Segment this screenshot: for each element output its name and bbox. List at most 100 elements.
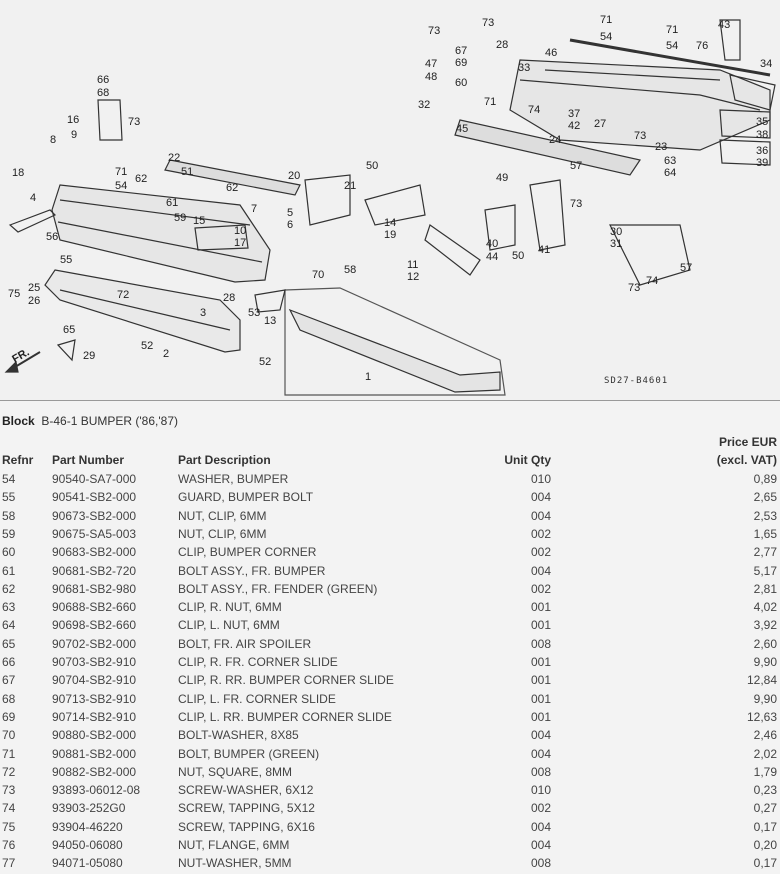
callout[interactable]: 5 bbox=[287, 207, 294, 219]
callout[interactable]: 65 bbox=[63, 324, 76, 336]
callout[interactable]: 45 bbox=[456, 123, 469, 135]
callout[interactable]: 68 bbox=[97, 87, 110, 99]
callout[interactable]: 49 bbox=[496, 172, 509, 184]
callout[interactable]: 50 bbox=[366, 160, 379, 172]
callout[interactable]: 72 bbox=[117, 289, 130, 301]
callout[interactable]: 37 bbox=[568, 108, 581, 120]
callout[interactable]: 13 bbox=[264, 315, 277, 327]
callout[interactable]: 22 bbox=[168, 152, 181, 164]
callout[interactable]: 51 bbox=[181, 166, 194, 178]
callout[interactable]: 30 bbox=[610, 226, 623, 238]
callout[interactable]: 62 bbox=[226, 182, 239, 194]
callout[interactable]: 24 bbox=[549, 134, 562, 146]
callout[interactable]: 34 bbox=[760, 58, 773, 70]
callout[interactable]: 23 bbox=[655, 141, 668, 153]
callout[interactable]: 63 bbox=[664, 155, 677, 167]
callout[interactable]: 48 bbox=[425, 71, 438, 83]
callout[interactable]: 19 bbox=[384, 229, 397, 241]
callout[interactable]: 27 bbox=[594, 118, 607, 130]
callout[interactable]: 38 bbox=[756, 129, 769, 141]
callout[interactable]: 44 bbox=[486, 251, 499, 263]
callout[interactable]: 36 bbox=[756, 145, 769, 157]
callout[interactable]: 47 bbox=[425, 58, 438, 70]
callout[interactable]: 57 bbox=[570, 160, 583, 172]
callout[interactable]: 61 bbox=[166, 197, 179, 209]
callout[interactable]: 43 bbox=[718, 19, 731, 31]
callout[interactable]: 9 bbox=[71, 129, 78, 141]
callout[interactable]: 4 bbox=[30, 192, 37, 204]
callout[interactable]: 71 bbox=[666, 24, 679, 36]
callout[interactable]: 33 bbox=[518, 62, 531, 74]
callout[interactable]: 60 bbox=[455, 77, 468, 89]
callout[interactable]: 52 bbox=[141, 340, 154, 352]
callout[interactable]: 10 bbox=[234, 225, 247, 237]
callout[interactable]: 71 bbox=[115, 166, 128, 178]
callout[interactable]: 40 bbox=[486, 238, 499, 250]
callout[interactable]: 21 bbox=[344, 180, 357, 192]
callout[interactable]: 58 bbox=[344, 264, 357, 276]
callout[interactable]: 56 bbox=[46, 231, 59, 243]
callout[interactable]: 42 bbox=[568, 120, 581, 132]
callout[interactable]: 71 bbox=[600, 14, 613, 26]
callout[interactable]: 3 bbox=[200, 307, 207, 319]
callout[interactable]: 25 bbox=[28, 282, 41, 294]
callout[interactable]: 75 bbox=[8, 288, 21, 300]
callout[interactable]: 2 bbox=[163, 348, 170, 360]
callout[interactable]: 74 bbox=[646, 275, 659, 287]
callout[interactable]: 17 bbox=[234, 237, 247, 249]
callout[interactable]: 41 bbox=[538, 244, 551, 256]
callout[interactable]: 69 bbox=[455, 57, 468, 69]
callout[interactable]: 31 bbox=[610, 238, 623, 250]
callout[interactable]: 35 bbox=[756, 116, 769, 128]
callout[interactable]: 52 bbox=[259, 356, 272, 368]
callout[interactable]: 70 bbox=[312, 269, 325, 281]
callout[interactable]: 1 bbox=[365, 371, 372, 383]
callout[interactable]: 73 bbox=[428, 25, 441, 37]
callout[interactable]: 28 bbox=[496, 39, 509, 51]
callout[interactable]: 66 bbox=[97, 74, 110, 86]
callout[interactable]: 6 bbox=[287, 219, 294, 231]
callout[interactable]: 73 bbox=[128, 116, 141, 128]
callout[interactable]: 28 bbox=[223, 292, 236, 304]
callout[interactable]: 39 bbox=[756, 157, 769, 169]
callout[interactable]: 73 bbox=[634, 130, 647, 142]
callout[interactable]: 26 bbox=[28, 295, 41, 307]
callout[interactable]: 62 bbox=[135, 173, 148, 185]
callout[interactable]: 59 bbox=[174, 212, 187, 224]
callout[interactable]: 18 bbox=[12, 167, 25, 179]
callout[interactable]: 54 bbox=[115, 180, 128, 192]
callout[interactable]: 12 bbox=[407, 271, 420, 283]
callout[interactable]: 29 bbox=[83, 350, 96, 362]
callout[interactable]: 54 bbox=[666, 40, 679, 52]
callout[interactable]: 8 bbox=[50, 134, 57, 146]
callout[interactable]: 14 bbox=[384, 217, 397, 229]
callout[interactable]: 32 bbox=[418, 99, 431, 111]
callout[interactable]: 73 bbox=[482, 17, 495, 29]
callout[interactable]: 53 bbox=[248, 307, 261, 319]
callout[interactable]: 73 bbox=[628, 282, 641, 294]
callout[interactable]: 16 bbox=[67, 114, 80, 126]
callout[interactable]: 71 bbox=[484, 96, 497, 108]
callout[interactable]: 57 bbox=[680, 262, 693, 274]
callout[interactable]: 67 bbox=[455, 45, 468, 57]
callout[interactable]: 11 bbox=[407, 259, 419, 271]
callout[interactable]: 55 bbox=[60, 254, 73, 266]
callout[interactable]: 7 bbox=[251, 203, 258, 215]
